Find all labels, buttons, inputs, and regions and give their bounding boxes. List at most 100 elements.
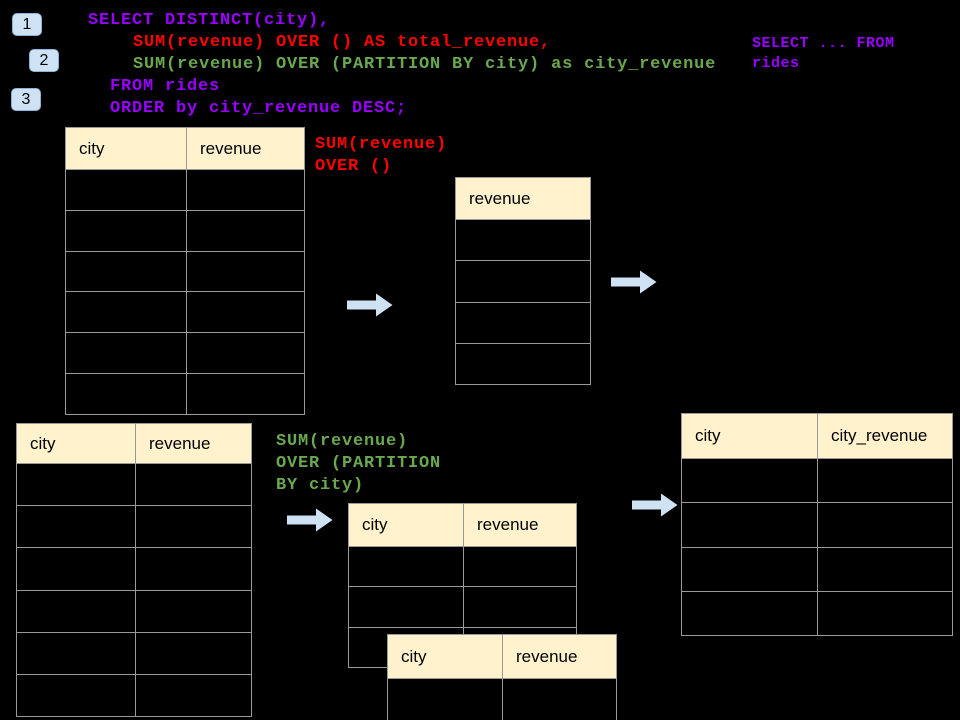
city-revenue-result-table: city city_revenue (681, 413, 953, 636)
empty-cell (818, 592, 952, 635)
empty-cell (66, 251, 187, 292)
table-header-row: city revenue (17, 424, 251, 464)
empty-cell (682, 547, 818, 591)
empty-cell (66, 170, 187, 210)
header-cell-city: city (349, 504, 464, 546)
empty-cell (187, 333, 304, 373)
table-empty-row (682, 503, 952, 548)
code-line: BY city) (276, 476, 365, 495)
header-cell-city: city (17, 424, 136, 463)
code-line: SUM(revenue) OVER () AS total_revenue, (133, 33, 552, 52)
partition-step-table-1: city revenue (348, 503, 577, 668)
empty-cell (456, 303, 590, 343)
table-empty-row (456, 261, 590, 303)
total-revenue-result-table: revenue (455, 177, 591, 385)
partition-step-table-2: city revenue (387, 634, 617, 720)
code-line: SUM(revenue) (276, 432, 409, 451)
empty-cell (818, 459, 952, 502)
empty-cell (17, 632, 136, 674)
empty-cell (17, 674, 136, 717)
header-cell-revenue: revenue (149, 433, 211, 453)
total-revenue-annotation: SUM(revenue) OVER () (315, 134, 447, 178)
code-line: FROM rides (110, 77, 221, 96)
flow-arrow-icon (632, 493, 678, 517)
empty-cell (187, 170, 304, 210)
empty-cell (682, 591, 818, 635)
empty-cell (818, 548, 952, 591)
empty-cell (503, 679, 616, 720)
table-empty-row (349, 547, 576, 588)
empty-cell (136, 591, 251, 632)
code-line: rides (752, 55, 800, 72)
rides-source-table-bottom: city revenue (16, 423, 252, 717)
table-empty-row (66, 170, 304, 211)
table-empty-row (456, 220, 590, 262)
step-badge-2: 2 (29, 49, 59, 72)
table-empty-row (349, 587, 576, 628)
empty-cell (17, 464, 136, 506)
table-header-row: city revenue (388, 635, 616, 679)
table-empty-row (66, 333, 304, 375)
table-empty-row (17, 548, 251, 591)
empty-cell (456, 344, 590, 384)
empty-cell (66, 292, 187, 333)
empty-cell (187, 292, 304, 332)
flow-arrow-icon (611, 270, 657, 294)
empty-cell (456, 220, 590, 260)
table-empty-row (456, 344, 590, 384)
table-header-row: city revenue (349, 504, 576, 547)
code-line: ORDER by city_revenue DESC; (110, 99, 408, 118)
empty-cell (136, 633, 251, 674)
empty-cell (187, 252, 304, 292)
table-empty-row (456, 303, 590, 344)
empty-cell (682, 503, 818, 547)
code-line: SELECT ... FROM (752, 35, 895, 52)
table-empty-row (682, 591, 952, 635)
table-empty-row (66, 251, 304, 293)
table-empty-row (17, 674, 251, 717)
empty-cell (136, 506, 251, 547)
empty-cell (187, 211, 304, 251)
code-line: SELECT DISTINCT(city), (88, 11, 331, 30)
empty-cell (136, 464, 251, 505)
header-cell-revenue: revenue (477, 515, 539, 534)
empty-cell (349, 547, 464, 587)
table-empty-row (682, 459, 952, 504)
sql-query-code: SELECT DISTINCT(city), SUM(revenue) OVER … (88, 10, 716, 120)
empty-cell (682, 459, 818, 503)
flow-arrow-icon (287, 508, 333, 532)
step-badge-1: 1 (12, 13, 42, 36)
sql-side-note: SELECT ... FROM rides (752, 34, 895, 74)
header-cell-revenue: revenue (469, 188, 531, 208)
empty-cell (66, 333, 187, 374)
empty-cell (187, 374, 304, 414)
header-cell-city: city (66, 128, 187, 169)
step-badge-3: 3 (11, 88, 41, 111)
table-empty-row (66, 374, 304, 414)
table-empty-row (66, 292, 304, 334)
empty-cell (17, 548, 136, 590)
header-cell-city_revenue: city_revenue (831, 426, 928, 445)
empty-cell (464, 587, 576, 626)
header-cell-city: city (388, 635, 503, 678)
code-line: SUM(revenue) (315, 135, 448, 154)
table-empty-row (17, 506, 251, 549)
empty-cell (136, 675, 251, 716)
flow-arrow-icon (347, 293, 393, 317)
table-header-row: revenue (456, 178, 590, 220)
code-line: OVER () (315, 157, 393, 176)
empty-cell (17, 506, 136, 548)
table-empty-row (17, 464, 251, 507)
empty-cell (66, 210, 187, 251)
empty-cell (349, 587, 464, 627)
header-cell-city: city (682, 414, 818, 458)
header-cell-revenue: revenue (516, 646, 578, 666)
table-header-row: city city_revenue (682, 414, 952, 459)
empty-cell (464, 547, 576, 586)
empty-cell (818, 503, 952, 546)
table-empty-row (388, 679, 616, 720)
table-empty-row (682, 547, 952, 592)
